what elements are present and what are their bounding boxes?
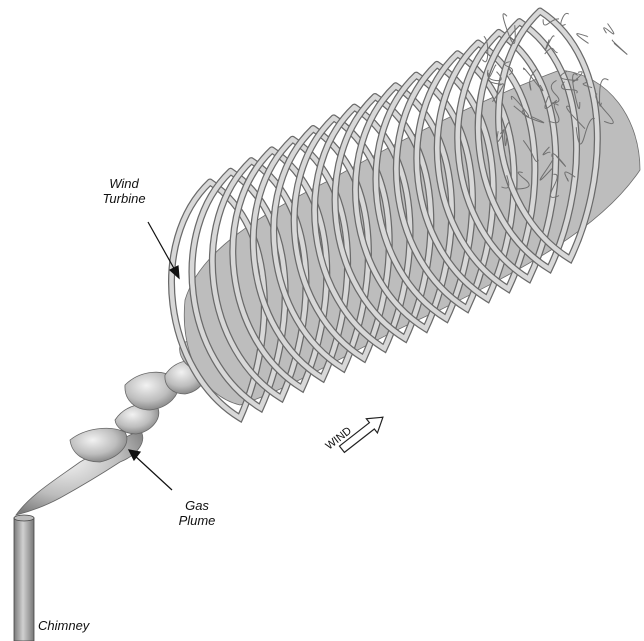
gas-plume-arrow [129,450,172,490]
wind-turbine-label: Wind Turbine [96,176,152,206]
turbulent-vortex-filament [612,40,627,54]
chimney [14,515,34,641]
gas-plume-label-line2: Plume [170,513,224,528]
wind-turbine-label-line2: Turbine [96,191,152,206]
gas-plume-label: Gas Plume [170,498,224,528]
turbulent-vortex-filament [604,23,614,34]
chimney-label: Chimney [38,618,89,633]
gas-plume-label-line1: Gas [170,498,224,513]
turbine-wake-vortex [172,11,640,418]
turbulent-vortex-filament [577,34,589,44]
wind-turbine-label-line1: Wind [96,176,152,191]
turbulent-vortex-filament [561,13,569,25]
